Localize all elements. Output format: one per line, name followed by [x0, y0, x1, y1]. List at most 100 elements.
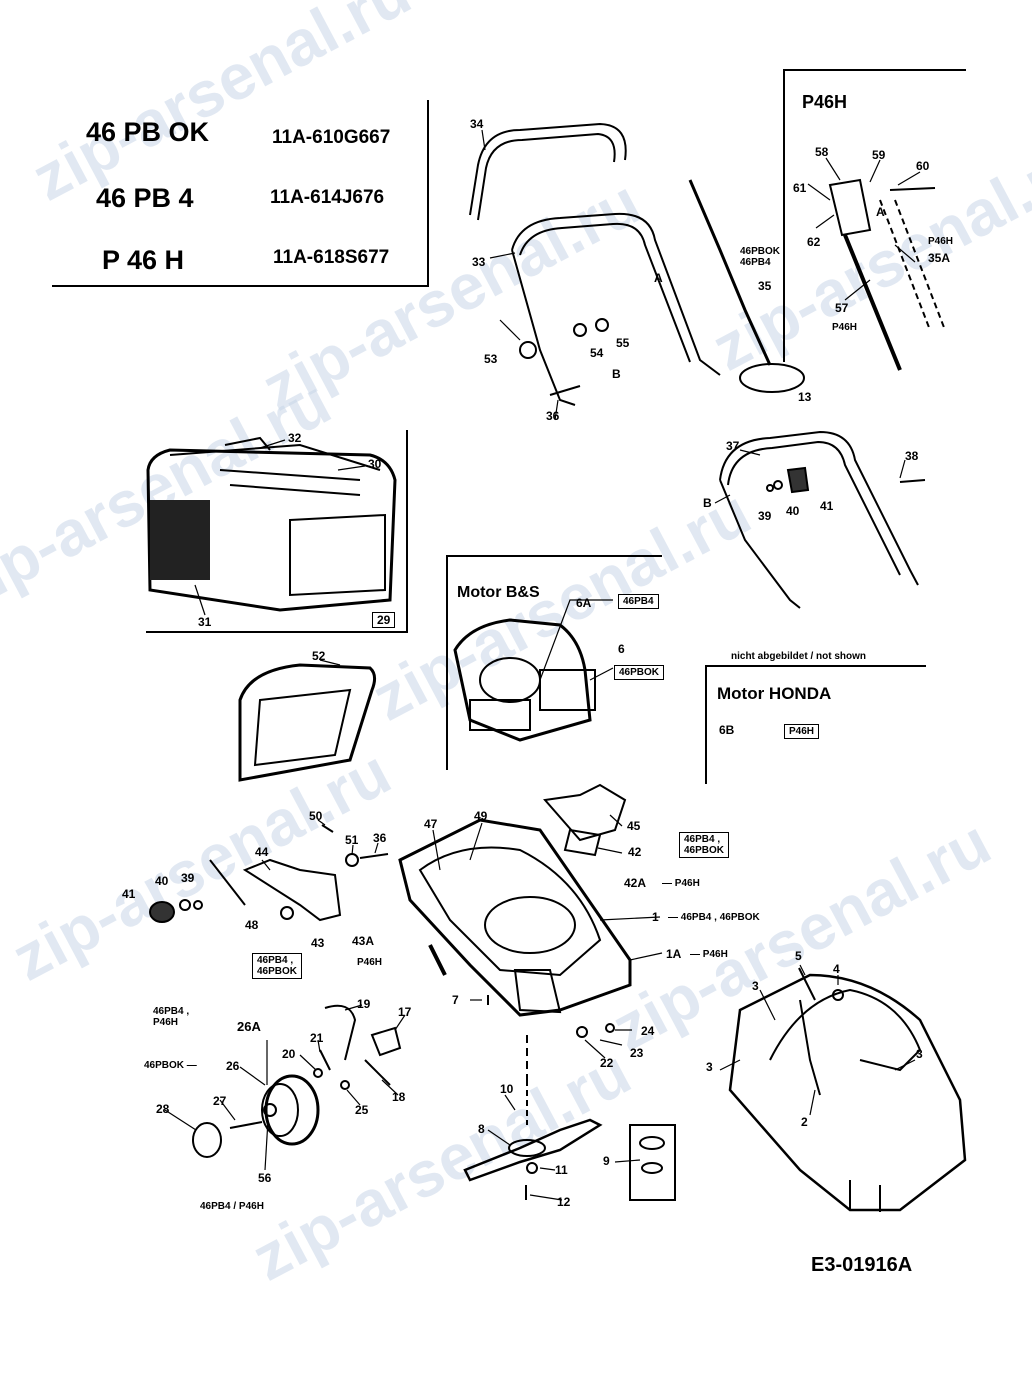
- part-label: 7: [452, 993, 459, 1007]
- part-label: 24: [641, 1024, 655, 1038]
- nut-25: [340, 1080, 350, 1090]
- part-label: 3: [916, 1047, 923, 1061]
- part-label: 19: [357, 997, 371, 1011]
- wheel-drawing: [261, 1074, 320, 1146]
- deck-cover-drawing: [728, 973, 967, 1212]
- p46h-box-title: P46H: [802, 92, 848, 112]
- axle-19: [324, 1004, 357, 1061]
- part-label-boxed: 29: [372, 612, 396, 628]
- part-label: 44: [255, 845, 269, 859]
- part-label: 23: [630, 1046, 644, 1060]
- bolt-36: [549, 385, 581, 396]
- washer-22: [576, 1026, 588, 1038]
- part-label: 13: [798, 390, 812, 404]
- part-label: 36: [546, 409, 560, 423]
- washer-11: [526, 1162, 538, 1174]
- callout-lines: [164, 129, 921, 1201]
- part-label: 52: [312, 649, 326, 663]
- part-tag: 46PBOK 46PB4: [740, 246, 781, 268]
- part-tag-boxed: 46PB4: [618, 594, 659, 609]
- part-label: 57: [835, 301, 849, 315]
- part-label: 25: [355, 1103, 369, 1117]
- part-label: 6A: [576, 596, 592, 610]
- lever-21: [319, 1049, 331, 1071]
- part-label: 35: [758, 279, 772, 293]
- part-label: 58: [815, 145, 829, 159]
- cable-ring-13: [739, 363, 805, 393]
- part-label: 21: [310, 1031, 324, 1045]
- bolt-27: [229, 1121, 263, 1129]
- part-label: 10: [500, 1082, 514, 1096]
- motor-honda-box-frame: [705, 665, 926, 784]
- part-label: 1: [652, 910, 659, 924]
- clip-50: [321, 824, 334, 833]
- part-label: 41: [122, 887, 136, 901]
- nut-55: [595, 318, 609, 332]
- knob-41-lower: [149, 901, 175, 923]
- part-label: 3: [706, 1060, 713, 1074]
- part-label: 4: [833, 962, 840, 976]
- drawing-id: E3-01916A: [811, 1254, 913, 1276]
- hubcap-28: [192, 1122, 222, 1158]
- p46h-box-frame: [783, 69, 966, 362]
- bolt-36-lower: [359, 853, 389, 859]
- part-label: 59: [872, 148, 886, 162]
- part-label: 61: [793, 181, 807, 195]
- part-label: 18: [392, 1090, 406, 1104]
- part-tag: P46H: [357, 957, 383, 968]
- part-label: 31: [198, 615, 212, 629]
- part-label: 35A: [928, 251, 951, 265]
- bracket-17: [370, 1026, 402, 1057]
- part-label: 42: [628, 845, 642, 859]
- cable-holder-45: [543, 783, 627, 842]
- part-label: 20: [282, 1047, 296, 1061]
- nut-48: [280, 906, 294, 920]
- washer-40-lower: [179, 899, 191, 911]
- part-label: 38: [905, 449, 919, 463]
- part-label: 43A: [352, 934, 375, 948]
- part-label: 8: [478, 1122, 485, 1136]
- grass-catcher-box-frame: [146, 430, 408, 633]
- part-tag-boxed: 46PBOK: [614, 665, 665, 680]
- part-label: 41: [820, 499, 834, 513]
- washer-40-upper: [773, 480, 783, 490]
- part-label: 36: [373, 831, 387, 845]
- part-label: 11: [555, 1163, 568, 1177]
- grass-catcher-drawing: [146, 436, 397, 612]
- cable-holder-42: [563, 828, 602, 857]
- part-label: 62: [807, 235, 821, 249]
- part-label: 2: [801, 1115, 808, 1129]
- part-label: 40: [786, 504, 800, 518]
- cable-35: [688, 179, 772, 366]
- bolt-39-upper: [766, 484, 774, 492]
- part-label: 53: [484, 352, 498, 366]
- part-label: 39: [181, 871, 195, 885]
- part-label: 22: [600, 1056, 614, 1070]
- part-label: B: [703, 496, 712, 510]
- model-code-3: 11A-618S677: [273, 247, 390, 268]
- part-label: 39: [758, 509, 772, 523]
- washer-24: [605, 1023, 615, 1033]
- part-tag-boxed: 46PB4 , 46PBOK: [252, 953, 303, 979]
- part-label: 56: [258, 1171, 272, 1185]
- part-label: 60: [916, 159, 930, 173]
- height-adjust-bracket: [209, 858, 342, 922]
- motor-bs-title: Motor B&S: [457, 584, 540, 601]
- part-tag: — 46PB4 , 46PBOK: [668, 912, 760, 923]
- part-label: 9: [603, 1154, 610, 1168]
- part-label: 50: [309, 809, 323, 823]
- cable-35a-2: [894, 199, 946, 331]
- adapter-9b: [641, 1162, 663, 1174]
- mower-deck-drawing: [398, 818, 632, 1017]
- motor-honda-title: Motor HONDA: [717, 684, 832, 703]
- part-label: 54: [590, 346, 604, 360]
- part-label: 51: [345, 833, 359, 847]
- part-label: 33: [472, 255, 486, 269]
- part-label: 47: [424, 817, 438, 831]
- discharge-flap-52: [238, 663, 377, 782]
- bolt-5: [798, 967, 816, 1001]
- nut-51: [345, 853, 359, 867]
- screw-60: [889, 187, 936, 191]
- part-label: 12: [557, 1195, 571, 1209]
